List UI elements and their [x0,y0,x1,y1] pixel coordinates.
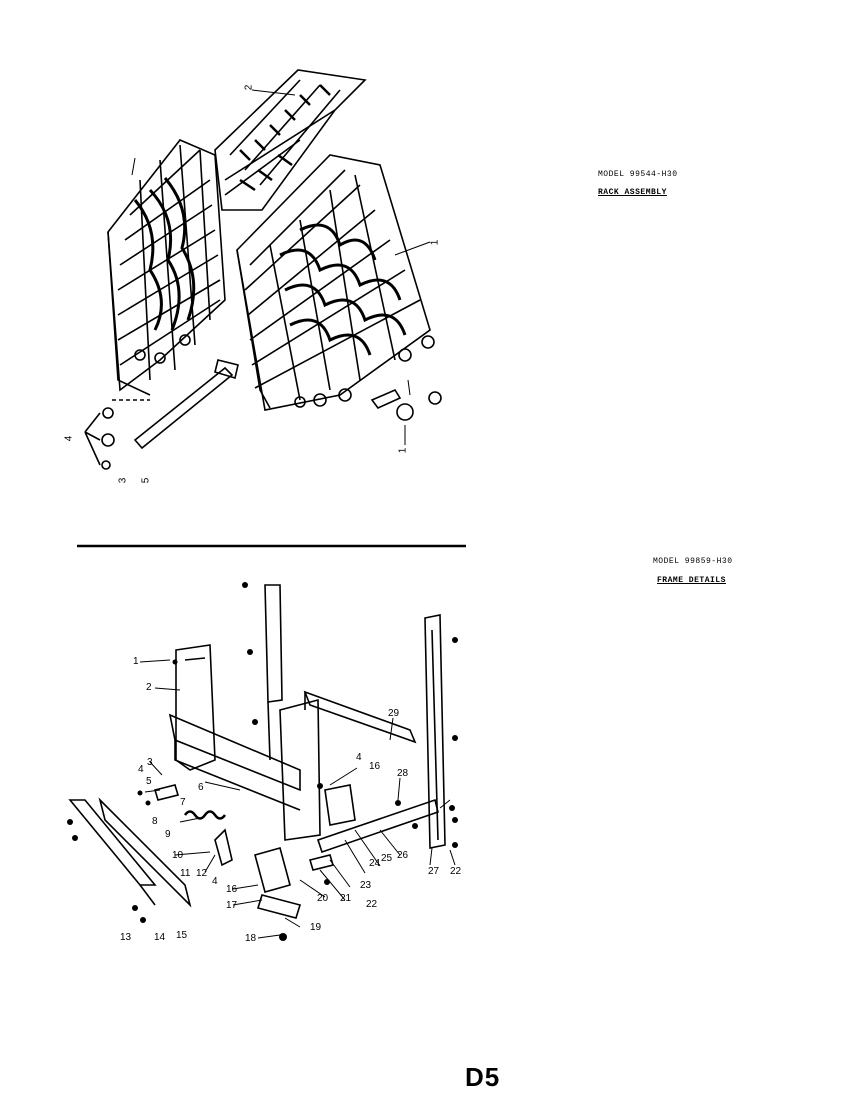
callout: 20 [317,893,329,904]
callout: 3 [147,757,153,768]
callout: 29 [388,708,400,719]
center-upright [264,584,283,703]
latch-block [324,784,356,826]
callout: 22 [366,899,378,910]
rack-assembly-title: RACK ASSEMBLY [598,188,667,197]
callout: 4 [63,435,75,442]
callout: 4 [212,876,218,887]
callout: 28 [397,768,409,779]
callout: 5 [146,776,152,787]
frame-details-title: FRAME DETAILS [657,576,726,585]
callout: 3 [117,477,129,484]
lower-rack-right [236,154,435,411]
callout: 18 [245,933,257,944]
upper-rack-left [107,139,226,396]
left-side-bracket [175,644,216,771]
callout: 9 [165,829,171,840]
toe-plate-inner [68,799,157,886]
right-upright [424,614,446,849]
callout: 6 [198,782,204,793]
callout: 16 [226,884,238,895]
cutlery-basket [214,69,367,211]
callout: 22 [450,866,462,877]
roller-parts [101,388,442,470]
callout: 2 [146,682,152,693]
callout: 19 [310,922,322,933]
callout: 13 [120,932,132,943]
callout: 23 [360,880,372,891]
front-crossbar [168,713,301,792]
callout: 4 [356,752,362,763]
toe-plate-outer [98,797,192,908]
callout: 4 [138,764,144,775]
callout: 1 [133,656,139,667]
frame-model-label: MODEL 99859-H30 [653,557,733,566]
top-rail [303,690,417,744]
callout: 12 [196,868,208,879]
bottom-rail [316,798,439,854]
callout: 8 [152,816,158,827]
rack-model-label: MODEL 99544-H30 [598,170,678,179]
callout: 16 [369,761,381,772]
callout: 11 [180,868,191,879]
callout: 25 [381,853,393,864]
callout: 17 [226,900,238,911]
callout: 1 [429,239,441,246]
callout: 10 [172,850,184,861]
callout: 7 [180,797,186,808]
callout: 15 [176,930,188,941]
callout: 27 [428,866,440,877]
callout: 24 [369,858,381,869]
spring [183,810,227,820]
hinge-assembly [254,847,291,893]
callout: 14 [154,932,166,943]
callout: 5 [140,477,152,484]
callout: 21 [340,893,352,904]
callout: 2 [243,84,255,91]
rack-slide-rail [133,366,234,450]
page-code: D5 [465,1062,501,1092]
callout: 26 [397,850,409,861]
callout: 1 [397,447,409,454]
